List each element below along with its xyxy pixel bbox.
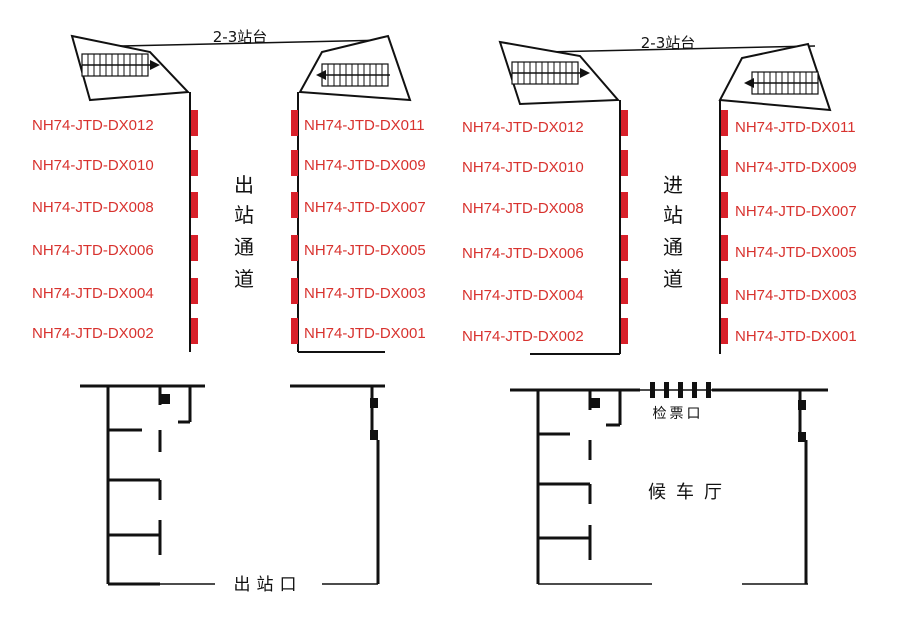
marker: [721, 150, 728, 176]
marker: [621, 235, 628, 261]
exit-left-label: NH74-JTD-DX010: [32, 157, 154, 174]
entry-right-label: NH74-JTD-DX007: [735, 203, 857, 220]
marker: [191, 235, 198, 261]
entry-corridor-title-char: 道: [663, 267, 683, 291]
stairs-right: [298, 34, 412, 102]
entry-right-label: NH74-JTD-DX009: [735, 159, 857, 176]
platform-label: 2-3站台: [213, 28, 268, 46]
entry-left-label: NH74-JTD-DX008: [462, 200, 584, 217]
exit-right-label: NH74-JTD-DX011: [304, 117, 425, 134]
marker: [721, 110, 728, 136]
arrow-right-icon-head: [580, 68, 590, 78]
exit-corridor-title-char: 出: [234, 173, 254, 197]
marker: [621, 278, 628, 304]
exit-right-label: NH74-JTD-DX003: [304, 285, 426, 302]
entry-corridor-title-char: 进: [663, 173, 683, 197]
marker: [291, 318, 298, 344]
exit-corridor-title-char: 站: [234, 203, 254, 227]
exit-left-label: NH74-JTD-DX004: [32, 285, 154, 302]
stairs-left: [70, 34, 191, 102]
exit-right-label: NH74-JTD-DX009: [304, 157, 426, 174]
marker: [291, 278, 298, 304]
entry-right-label: NH74-JTD-DX001: [735, 328, 857, 345]
exit-corridor-section: 2-3站台: [32, 28, 426, 595]
marker: [191, 278, 198, 304]
ticket-gate-label: 检票口: [653, 406, 704, 422]
marker: [191, 150, 198, 176]
entry-right-label: NH74-JTD-DX003: [735, 287, 857, 304]
exit-right-label: NH74-JTD-DX001: [304, 325, 426, 342]
marker: [621, 192, 628, 218]
exit-corridor-title-char: 道: [234, 267, 254, 291]
marker: [621, 318, 628, 344]
entry-left-label: NH74-JTD-DX010: [462, 159, 584, 176]
marker: [721, 192, 728, 218]
platform-line: [119, 39, 391, 47]
entry-corridor-section: 2-3站台: [462, 34, 857, 585]
marker: [191, 110, 198, 136]
entry-left-label: NH74-JTD-DX012: [462, 119, 584, 136]
exit-gate-label: 出站口: [234, 575, 303, 595]
entry-left-label: NH74-JTD-DX004: [462, 287, 584, 304]
marker: [291, 150, 298, 176]
marker: [191, 318, 198, 344]
marker: [721, 278, 728, 304]
exit-markers: [191, 110, 298, 344]
exit-right-label: NH74-JTD-DX005: [304, 242, 426, 259]
exit-hall-walls: [80, 384, 385, 586]
ticket-gate: [640, 382, 712, 398]
marker: [291, 192, 298, 218]
marker: [191, 192, 198, 218]
exit-left-label: NH74-JTD-DX008: [32, 199, 154, 216]
entry-corridor-title-char: 通: [663, 235, 683, 259]
stairs-left: [498, 40, 621, 106]
marker: [621, 150, 628, 176]
marker: [721, 235, 728, 261]
entry-corridor-title-char: 站: [663, 203, 683, 227]
marker: [621, 110, 628, 136]
waiting-hall-walls: [510, 388, 828, 585]
entry-right-label: NH74-JTD-DX011: [735, 119, 856, 136]
exit-left-label: NH74-JTD-DX002: [32, 325, 154, 342]
exit-right-label: NH74-JTD-DX007: [304, 199, 426, 216]
stairs-right: [718, 42, 832, 112]
platform-line: [544, 45, 816, 53]
exit-left-label: NH74-JTD-DX006: [32, 242, 154, 259]
entry-left-label: NH74-JTD-DX002: [462, 328, 584, 345]
exit-corridor-title-char: 通: [234, 235, 254, 259]
waiting-hall-label: 候车厅: [648, 482, 732, 503]
platform-label: 2-3站台: [641, 34, 696, 52]
arrow-left-icon-head: [744, 78, 754, 88]
marker: [721, 318, 728, 344]
arrow-right-icon-head: [150, 60, 160, 70]
entry-right-label: NH74-JTD-DX005: [735, 244, 857, 261]
entry-left-label: NH74-JTD-DX006: [462, 245, 584, 262]
marker: [291, 235, 298, 261]
marker: [291, 110, 298, 136]
arrow-left-icon-head: [316, 70, 326, 80]
exit-left-label: NH74-JTD-DX012: [32, 117, 154, 134]
entry-markers: [621, 110, 728, 344]
